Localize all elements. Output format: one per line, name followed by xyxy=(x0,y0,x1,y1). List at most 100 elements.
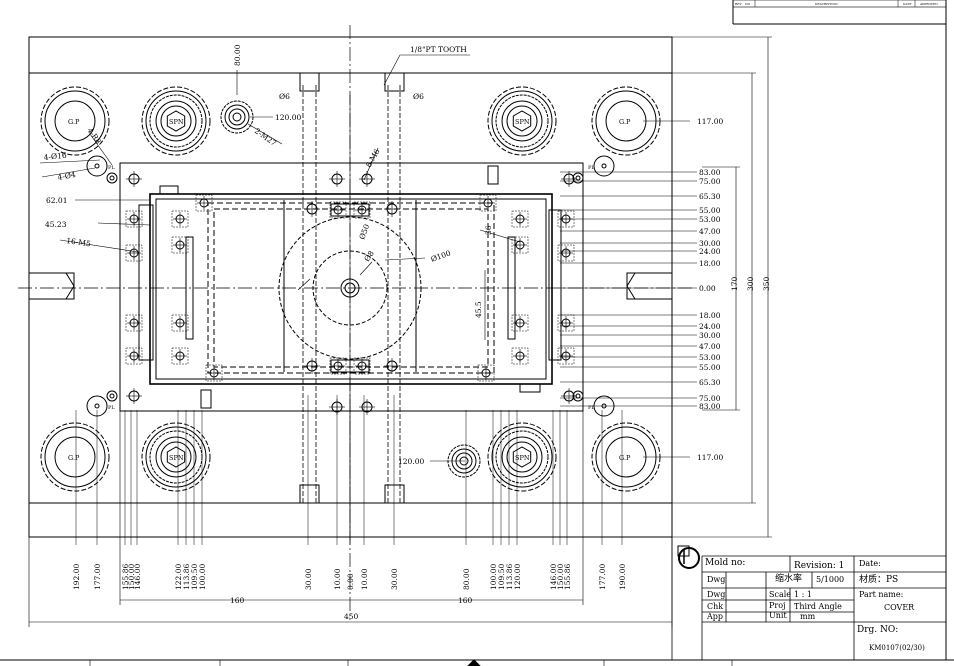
bolt-hole xyxy=(127,246,141,260)
bottom-dim-value: 113.86 xyxy=(505,564,514,590)
thread-16-label: 16-M5 xyxy=(66,236,92,248)
bottom-dim-value: 122.00 xyxy=(174,564,183,590)
dim-62: 62.01 xyxy=(46,196,67,205)
dim-450: 450 xyxy=(344,612,359,621)
bottom-dim-value: 113.86 xyxy=(182,564,191,590)
unit-value: mm xyxy=(800,612,816,621)
pl-hole xyxy=(572,390,584,402)
pl-label: PL xyxy=(108,405,115,411)
dwg-1: Dwg xyxy=(707,575,726,584)
right-dim-value: 75.00 xyxy=(699,177,721,186)
dim-117-top: 117.00 xyxy=(697,117,723,126)
bolt-hole xyxy=(559,316,573,330)
spn-support: SPN xyxy=(487,86,557,156)
support-plate xyxy=(119,162,584,412)
bolt-hole xyxy=(559,246,573,260)
right-dim-texts: 83.0075.0065.3055.0053.0047.0030.0024.00… xyxy=(699,168,721,411)
right-dim-value: 18.00 xyxy=(699,311,721,320)
bolt-hole xyxy=(359,399,375,415)
bolt-hole xyxy=(513,316,527,330)
bolt-hole xyxy=(513,238,527,252)
bottom-dim-value: 146.00 xyxy=(549,564,558,590)
bolt-hole xyxy=(173,212,187,226)
chk-label: Chk xyxy=(707,602,724,611)
right-dim-value: 65.30 xyxy=(699,192,721,201)
spn-label: SPN xyxy=(169,118,184,126)
header-table: REV NO DESCRIPTION DATE APPROVED xyxy=(735,0,938,7)
pl-hole xyxy=(106,390,118,402)
bolt-hole xyxy=(355,203,369,217)
phi6-left-label: Ø6 xyxy=(279,92,290,101)
bolt-hole xyxy=(304,358,320,374)
right-dim-value: 24.00 xyxy=(699,247,721,256)
bolt-hole xyxy=(561,171,577,187)
bottom-dim-value: 0.00 xyxy=(346,573,355,590)
dim-120-bottom: 120.00 xyxy=(398,457,424,466)
bolts xyxy=(125,171,577,415)
spn-label: SPN xyxy=(169,454,184,462)
phi6-right-label: Ø6 xyxy=(413,92,424,101)
bolt-hole xyxy=(173,316,187,330)
scale-value: 1 : 1 xyxy=(794,590,812,599)
gp-label: G.P xyxy=(68,118,80,126)
mold-no-label: Mold no: xyxy=(705,558,746,568)
bolt-hole xyxy=(331,203,345,217)
bolt-hole xyxy=(173,349,187,363)
phi50-label: Ø50 xyxy=(357,223,371,241)
projection-symbol xyxy=(677,545,700,569)
bottom-dim-value: 146.00 xyxy=(133,564,142,590)
part-name-value: COVER xyxy=(884,603,915,612)
right-dim-value: 47.00 xyxy=(699,227,721,236)
dim-36: 36 xyxy=(484,225,493,235)
part-name-label: Part name: xyxy=(859,590,904,599)
dwg-2: Dwg xyxy=(707,590,726,599)
right-dim-value: 30.00 xyxy=(699,331,721,340)
title-block-frame xyxy=(671,537,946,660)
dim-45: 45.23 xyxy=(45,220,67,229)
unit-label: Unit xyxy=(769,611,787,620)
date-label: Date: xyxy=(859,559,881,568)
bottom-dim-value: 150.00 xyxy=(127,564,136,590)
phi100-label: Ø100 xyxy=(430,248,453,264)
pl-label: PL xyxy=(108,165,115,171)
bottom-dim-value: 30.00 xyxy=(304,568,313,590)
bottom-dim-value: 150.00 xyxy=(556,564,565,590)
bottom-dim-value: 109.50 xyxy=(190,564,199,590)
bolt-hole xyxy=(479,366,493,380)
bottom-dim-value: 80.00 xyxy=(462,568,471,590)
right-dim-value: 53.00 xyxy=(699,353,721,362)
pl-hole: PL xyxy=(86,395,115,417)
bottom-dim-lines xyxy=(75,395,623,545)
dim-350: 350 xyxy=(762,276,771,291)
right-dim-value: 55.00 xyxy=(699,363,721,372)
bolt-hole xyxy=(331,359,345,373)
right-dim-value: 0.00 xyxy=(699,284,716,293)
bolt-hole xyxy=(384,358,400,374)
shrink-label: 缩水率 xyxy=(775,574,803,584)
spn-support: SPN xyxy=(141,86,211,156)
spn-support: SPN xyxy=(141,422,211,492)
bolt-hole xyxy=(127,349,141,363)
scale-label: Scale xyxy=(769,590,792,599)
bottom-dim-value: 155.86 xyxy=(563,564,572,590)
gp-label: G.P xyxy=(619,454,631,462)
revision-label: Revision: 1 xyxy=(794,561,845,571)
gp-label: G.P xyxy=(619,118,631,126)
bottom-dim-value: 100.00 xyxy=(198,564,207,590)
guide-pin: G.P xyxy=(40,86,110,156)
pl-marks: PL PL PL PL xyxy=(86,155,615,417)
pl-hole xyxy=(572,172,584,184)
dim-160-left: 160 xyxy=(230,596,245,605)
hole-4-phi4-label: 4-Ø4 xyxy=(57,170,77,182)
pl-hole: PL xyxy=(588,155,615,177)
bolt-hole xyxy=(197,196,211,210)
cooling-channels xyxy=(302,85,401,505)
drg-no-value: KM0107(02/30) xyxy=(869,644,925,652)
leader-lines xyxy=(39,54,690,462)
hdr-rev: REV xyxy=(735,2,742,6)
gp-label: G.P xyxy=(68,454,80,462)
hole-4-phi16-label: 4-Ø16 xyxy=(43,151,67,162)
pl-label: PL xyxy=(588,405,595,411)
